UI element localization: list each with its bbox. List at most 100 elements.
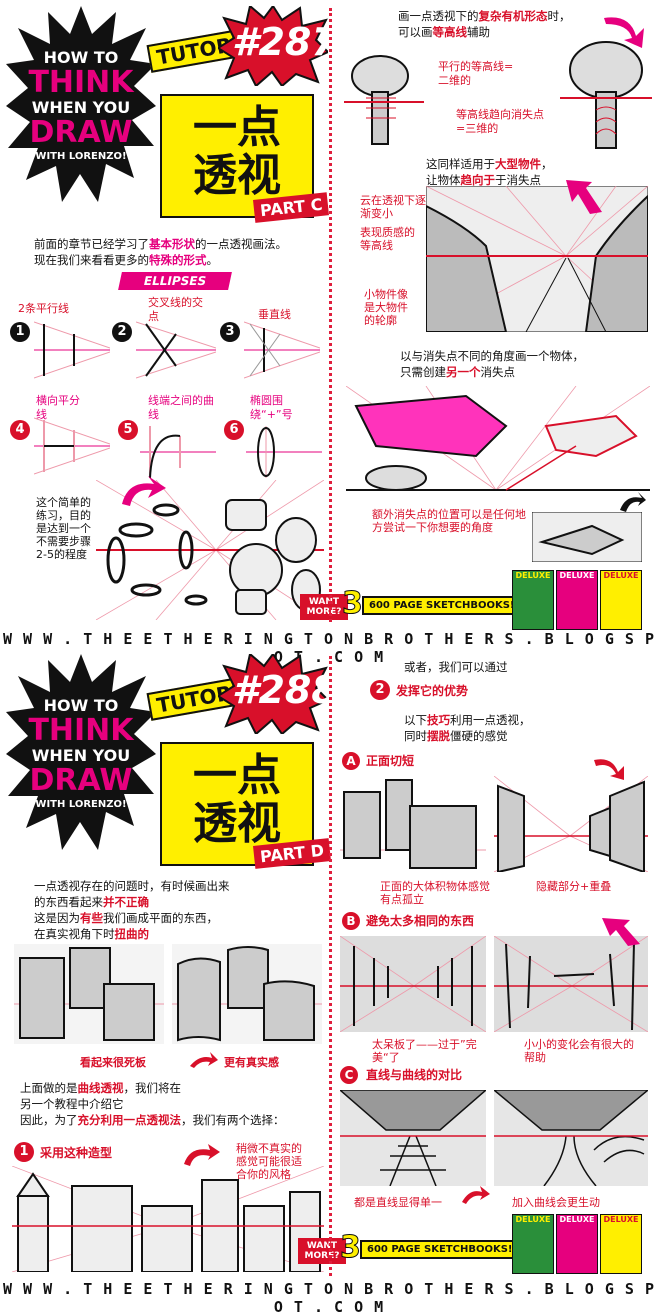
large-objects-text: 这同样适用于大型物件， 让物体趋向于于消失点 [426,156,636,188]
arrow-icon [566,180,602,214]
problem-text: 一点透视存在的问题时，有时候画出来 的东西看起来并不正确 这是因为有些我们画成平… [34,878,324,942]
arrow-icon [184,1144,220,1166]
large-line3b: 大型物件 [495,157,541,171]
tech2-b: 摆脱 [427,729,450,743]
organic-line1c: 时， [547,9,571,23]
three-count: 3 [340,1230,362,1266]
sketchbook-cover-1[interactable]: DELUXE [512,570,554,630]
arrow-icon [604,17,644,48]
sketchbook-cover-2[interactable]: DELUXE [556,1214,598,1274]
ellipses-banner: ELLIPSES [118,272,232,290]
step2-number: 2 [112,322,132,342]
problem-p4b: 扭曲的 [114,927,150,941]
large-line4a: 让物体 [426,173,461,187]
step4-label: 横向平分线 [36,394,80,421]
tech2-c: 僵硬的感觉 [450,729,508,743]
small-ship-sketch [532,512,642,562]
large-line4b: 趋向于 [460,173,496,187]
logo-when-you: WHEN YOU [31,98,131,117]
organic-line1a: 画一点透视下的 [398,9,479,23]
step5-label: 线端之间的曲线 [148,394,214,421]
curved-p7c: ，我们有两个选择： [181,1113,285,1127]
ellipse-practice-sketch [96,480,324,620]
curved-buildings-sketch [172,944,322,1044]
title-line-1: 一点 [193,750,281,801]
logo-draw: DRAW [29,115,133,150]
tech-c: 利用一点透视， [450,713,531,727]
identical-lamps-sketch [340,936,486,1032]
extra-vp-note: 额外消失点的位置可以是任何地方尝试一下你想要的角度 [372,508,526,534]
footer-url[interactable]: W W W . T H E E T H E R I N G T O N B R … [3,1280,655,1316]
flat-buildings-sketch [14,944,164,1044]
organic-line2c: 辅助 [467,25,490,39]
curved-perspective-text: 上面做的是曲线透视，我们将在 另一个教程中介绍它 因此，为了充分利用一点透视法，… [20,1080,330,1128]
logo-badge: HOW TO THINK WHEN YOU DRAW WITH LORENZO! [6,6,156,206]
burst-icon [6,6,156,202]
second-vp-line6b: 另一个 [446,365,481,379]
second-vp-text: 以与消失点不同的角度画一个物体， 只需创建另一个消失点 [400,348,640,380]
organic-line1b: 复杂有机形态 [478,9,548,23]
sketchbooks-banner[interactable]: 600 PAGE SKETCHBOOKS! [362,596,522,615]
section-b-note1: 太呆板了——过于”完美“了 [372,1038,477,1064]
section-b-note2: 小小的变化会有很大的帮助 [524,1038,634,1064]
curved-p5b: 曲线透视 [77,1081,124,1095]
intro-text: 前面的章节已经学习了基本形状的一点透视画法。 现在我们来看看更多的特殊的形式。 [34,236,324,268]
sketchbook-cover-1[interactable]: DELUXE [512,1214,554,1274]
step1-number: 1 [10,322,30,342]
title-box: 一点 透视 [160,94,314,218]
want-more-badge[interactable]: WANT MORE? [300,594,348,620]
large-line3a: 这同样适用于 [426,157,495,171]
title-line-1: 一点 [193,102,281,153]
practice-note: 这个简单的练习，目的是达到一个不需要步骤2-5的程度 [36,496,91,561]
book-label: DELUXE [559,1215,595,1224]
sketchbook-cover-3[interactable]: DELUXE [600,1214,642,1274]
texture-contours-note: 表现质感的等高线 [360,226,415,252]
section-a-note2: 隐藏部分+重叠 [536,880,612,893]
logo-badge: HOW TO THINK WHEN YOU DRAW WITH LORENZO! [6,654,156,854]
curved-p5c: ，我们将在 [123,1081,182,1095]
spaceship-sketch [346,386,650,491]
column-divider [329,656,332,1276]
section-a-note1: 正面的大体积物体感觉有点孤立 [380,880,490,906]
section-c-note1: 都是直线显得单一 [354,1196,442,1209]
clouds-note: 云在透视下逐渐变小 [360,194,426,220]
large-line3c: ， [541,157,553,171]
section-b-letter: B [342,912,360,930]
option2-title: 发挥它的优势 [396,684,469,698]
step4-diagram [34,417,110,475]
step6-number: 6 [224,420,244,440]
sketchbooks-banner[interactable]: 600 PAGE SKETCHBOOKS! [360,1240,520,1259]
logo-when-you: WHEN YOU [31,746,131,765]
section-c-title: 直线与曲线的对比 [366,1068,463,1082]
sketchbook-cover-2[interactable]: DELUXE [556,570,598,630]
tech-a: 以下 [404,713,427,727]
or-line: 或者，我们可以通过 [404,660,508,674]
problem-p3b: 有些 [80,911,103,925]
step2-diagram [136,321,216,379]
arrow-icon [122,476,166,506]
number-badge: #287 [216,4,338,90]
step6-label: 椭圆围绕“+”号 [250,394,293,421]
problem-p3a: 这是因为 [34,911,80,925]
intro-p4: 。 [206,253,219,267]
step5-diagram [140,426,216,479]
castle-town-sketch [12,1166,324,1272]
book-label: DELUXE [559,571,595,580]
step3-number: 3 [220,322,240,342]
organic-forms-text: 画一点透视下的复杂有机形态时， 可以画等高线辅助 [398,8,648,40]
second-vp-line6a: 只需创建 [400,365,446,379]
book-label: DELUXE [603,1215,639,1224]
burst-icon [6,654,156,850]
sketchbook-cover-3[interactable]: DELUXE [600,570,642,630]
section-a-title: 正面切短 [366,754,415,768]
varied-lamps-sketch [494,936,648,1032]
section-c-note2: 加入曲线会更生动 [512,1196,600,1209]
want-more-badge[interactable]: WANT MORE? [298,1238,346,1264]
problem-p1: 一点透视存在的问题时，有时候画出来 [34,879,230,893]
small-objects-note: 小物件像是大物件的轮廓 [364,288,408,327]
tree-sketch-flat [344,55,424,145]
tutorial-number: #288 [232,668,338,712]
large-line4c: 于消失点 [495,173,541,187]
column-divider [329,8,332,622]
problem-p2b: 并不正确 [103,895,149,909]
